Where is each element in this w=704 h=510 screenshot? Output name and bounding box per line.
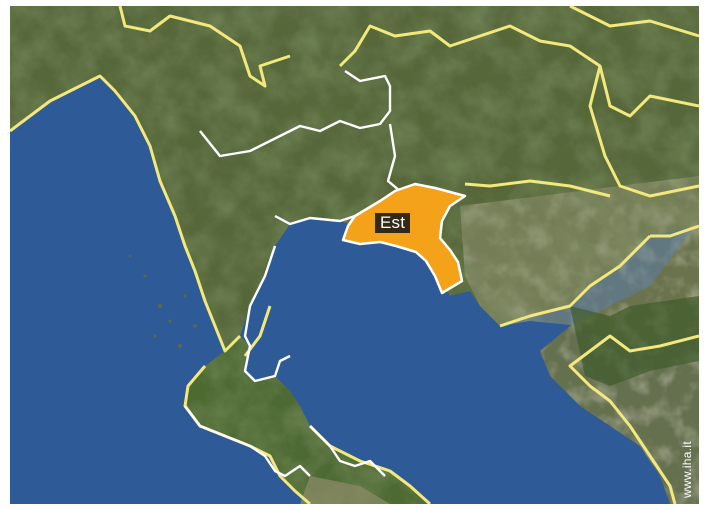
credit-text: www.iha.it <box>680 440 694 498</box>
southeast-land <box>540 221 699 504</box>
peninsula <box>185 336 430 504</box>
islands <box>128 254 197 348</box>
map-view[interactable]: Est www.iha.it <box>10 6 699 504</box>
regional-borders <box>184 70 401 478</box>
satellite-map <box>10 6 699 504</box>
region-est[interactable] <box>341 182 467 295</box>
region-label: Est <box>375 213 411 233</box>
mainland <box>10 6 699 351</box>
